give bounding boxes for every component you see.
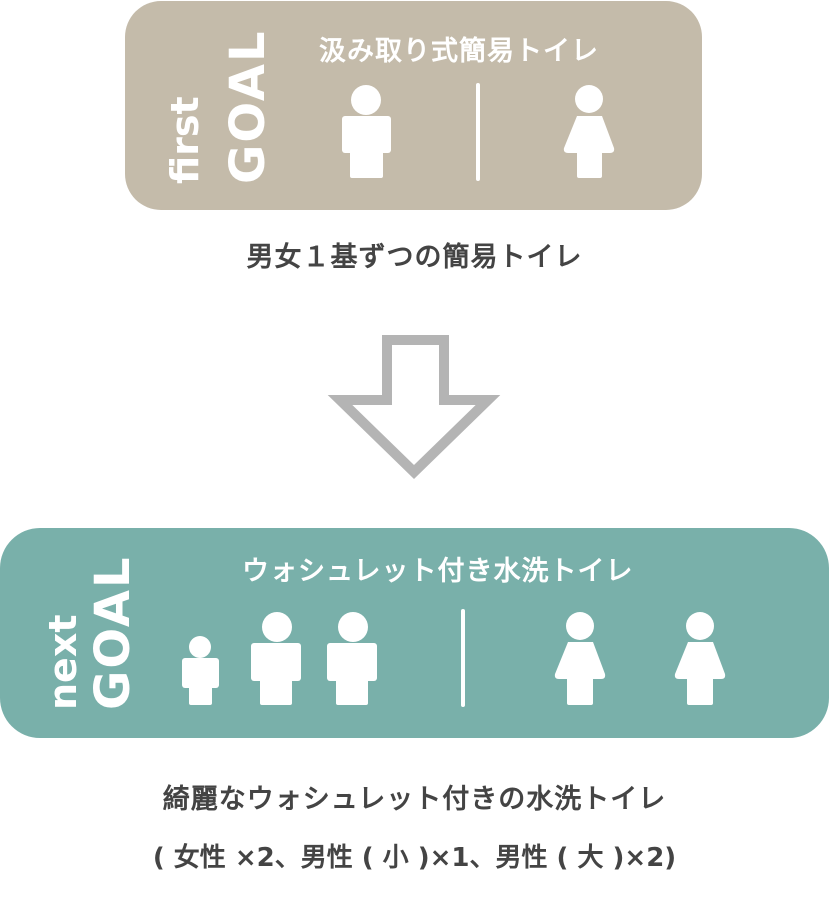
- next-goal-caption-line2: ( 女性 ×2、男性 ( 小 )×1、男性 ( 大 )×2): [152, 843, 677, 873]
- divider-line: [476, 83, 480, 181]
- next-goal-title: ウォシュレット付き水洗トイレ: [242, 556, 634, 587]
- first-goal-panel: [125, 1, 702, 210]
- man-icon: [327, 612, 377, 705]
- woman-icon: [554, 612, 606, 705]
- down-arrow-outline-icon: [327, 335, 501, 479]
- next-goal-caption-line1: 綺麗なウォシュレット付きの水洗トイレ: [162, 784, 667, 815]
- divider-line: [461, 609, 465, 707]
- first-goal-title: 汲み取り式簡易トイレ: [319, 36, 599, 67]
- man-icon: [251, 612, 301, 705]
- woman-icon: [563, 85, 615, 178]
- man-icon: [342, 85, 391, 178]
- woman-icon: [674, 612, 726, 705]
- small-man-icon: [182, 636, 219, 705]
- first-goal-caption: 男女１基ずつの簡易トイレ: [246, 242, 583, 273]
